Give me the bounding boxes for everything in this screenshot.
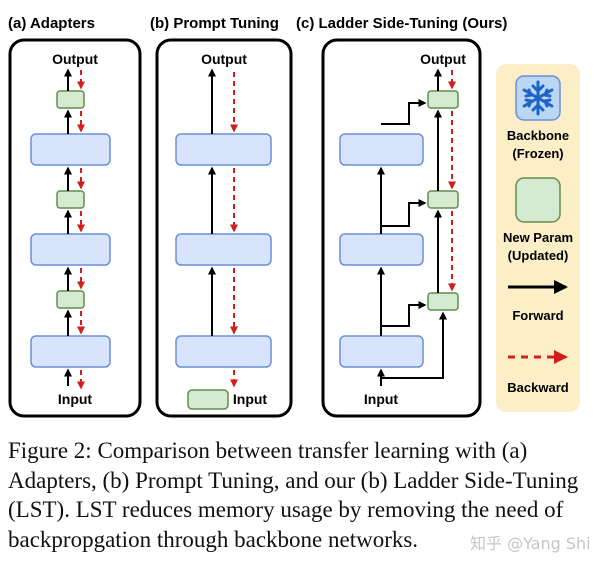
backbone-block — [175, 335, 272, 368]
snowflake-icon — [522, 80, 554, 116]
backbone-block — [339, 133, 424, 166]
figure-caption: Figure 2: Comparison between transfer le… — [8, 438, 579, 552]
legend: Backbone (Frozen) New Param (Updated) Fo… — [496, 64, 580, 412]
panel-c-input-label: Input — [364, 391, 399, 407]
backbone-block — [30, 133, 111, 166]
backbone-block — [339, 335, 424, 368]
side-param-block — [427, 90, 459, 109]
legend-new-param-label: New Param — [503, 230, 573, 245]
panel-a-input-label: Input — [58, 391, 93, 407]
adapter-block — [56, 190, 85, 209]
watermark: 知乎 @Yang Shi — [470, 534, 591, 553]
legend-backbone-label: Backbone — [507, 128, 569, 143]
side-param-block — [427, 292, 459, 311]
panel-c: Output Input — [321, 38, 482, 418]
adapter-block — [56, 290, 85, 309]
backbone-block — [175, 133, 272, 166]
side-param-block — [427, 190, 459, 209]
legend-forward-label: Forward — [512, 308, 563, 323]
lst-comparison-figure: (a) Adapters (b) Prompt Tuning (c) Ladde… — [8, 15, 580, 418]
prompt-param-block — [187, 389, 229, 410]
panel-b: Output Input — [155, 38, 293, 418]
backbone-block — [175, 233, 272, 266]
panel-a: Output Input — [8, 38, 142, 418]
backbone-block — [30, 335, 111, 368]
backbone-block — [30, 233, 111, 266]
panel-b-input-label: Input — [233, 391, 268, 407]
panel-a-title: (a) Adapters — [8, 15, 95, 32]
legend-panel — [496, 64, 580, 412]
panel-a-output-label: Output — [52, 51, 98, 67]
backbone-block — [339, 233, 424, 266]
panel-b-title: (b) Prompt Tuning — [150, 15, 279, 32]
panel-c-output-label: Output — [420, 51, 466, 67]
panel-b-output-label: Output — [201, 51, 247, 67]
legend-backbone-sub: (Frozen) — [512, 146, 563, 161]
legend-backward-label: Backward — [507, 380, 568, 395]
new-param-swatch — [515, 177, 561, 223]
legend-new-param-sub: (Updated) — [508, 248, 569, 263]
adapter-block — [56, 90, 85, 109]
panel-c-title: (c) Ladder Side-Tuning (Ours) — [296, 15, 507, 32]
